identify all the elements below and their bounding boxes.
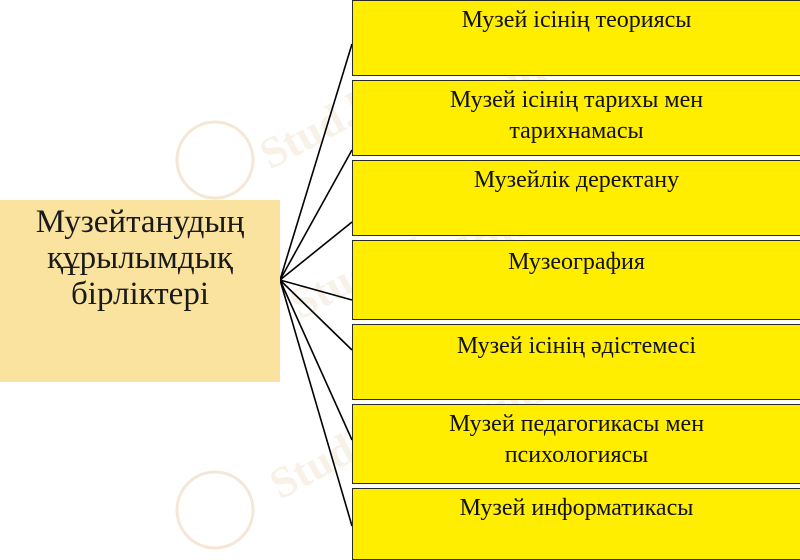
branch-node-label: Музей ісінің әдістемесі — [456, 333, 697, 359]
branch-node-history: Музей ісінің тарихы мен тарихнамасы — [352, 80, 800, 156]
connector-line — [279, 149, 353, 281]
branch-node-label: Музеография — [508, 249, 645, 275]
central-node-line: құрылымдық — [47, 240, 233, 276]
branch-node-label: Музей ісінің тарихы мен — [449, 87, 704, 113]
branch-node-label: психологиясы — [504, 442, 649, 468]
branch-node-label: Музейлік деректану — [473, 167, 680, 193]
branch-node-label: Музей педагогикасы мен — [448, 411, 705, 437]
branch-node-source-studies: Музейлік деректану — [352, 160, 800, 236]
branch-node-label: Музей информатикасы — [459, 495, 694, 521]
branch-node-museography: Музеография — [352, 240, 800, 320]
connector-line — [279, 279, 353, 441]
connector-line — [279, 279, 353, 527]
connector-line — [279, 43, 353, 281]
branch-node-methodology: Музей ісінің әдістемесі — [352, 324, 800, 400]
connector-line — [279, 221, 353, 281]
central-node-line: бірліктері — [71, 276, 209, 312]
connector-line — [279, 279, 353, 301]
branch-node-pedagogy: Музей педагогикасы мен психологиясы — [352, 404, 800, 484]
branch-node-label: тарихнамасы — [509, 118, 644, 144]
branch-node-label: Музей ісінің теориясы — [461, 7, 692, 33]
central-node-line: Музейтанудың — [35, 204, 245, 240]
branch-node-informatics: Музей информатикасы — [352, 488, 800, 560]
connector-line — [279, 279, 353, 351]
branch-node-theory: Музей ісінің теориясы — [352, 0, 800, 76]
central-node: Музейтанудың құрылымдық бірліктері — [0, 200, 280, 382]
